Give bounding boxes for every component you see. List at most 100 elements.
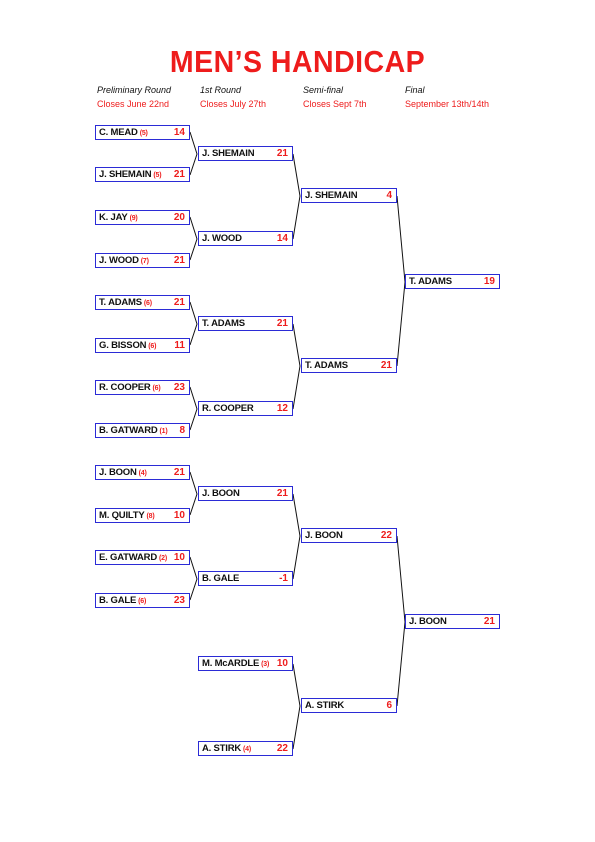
round-header-preliminary: Preliminary Round <box>97 85 172 95</box>
player-score: 4 <box>386 190 392 201</box>
player-name: M. McARDLE(3) <box>202 658 270 669</box>
player-score: 10 <box>173 552 185 563</box>
player-name: T. ADAMS <box>305 360 348 371</box>
player-score: 10 <box>276 658 288 669</box>
prelim-entry: T. ADAMS(6) 21 <box>95 295 190 310</box>
first-round-entry: A. STIRK(4) 22 <box>198 741 293 756</box>
player-name: B. GALE(6) <box>99 595 147 606</box>
player-score: 10 <box>173 510 185 521</box>
player-name: J. BOON <box>202 488 240 499</box>
prelim-entry: J. WOOD(7) 21 <box>95 253 190 268</box>
player-score: 8 <box>179 425 185 436</box>
final-entry: J. BOON 21 <box>405 614 500 629</box>
semi-final-entry: J. SHEMAIN 4 <box>301 188 397 203</box>
page-title: MEN’S HANDICAP <box>169 44 426 79</box>
player-score: 19 <box>483 276 495 287</box>
player-handicap: (6) <box>138 598 147 605</box>
player-handicap: (3) <box>261 661 270 668</box>
player-name: J. BOON <box>409 616 447 627</box>
prelim-entry: K. JAY(9) 20 <box>95 210 190 225</box>
player-score: -1 <box>279 573 288 584</box>
connector-line <box>292 323 301 410</box>
player-name: J. SHEMAIN <box>305 190 358 201</box>
player-score: 21 <box>173 467 185 478</box>
player-score: 23 <box>173 382 185 393</box>
semi-final-entry: J. BOON 22 <box>301 528 397 543</box>
prelim-entry: J. SHEMAIN(5) 21 <box>95 167 190 182</box>
round-header-semi: Semi-final <box>303 85 344 95</box>
player-handicap: (5) <box>139 130 148 137</box>
player-handicap: (9) <box>129 215 138 222</box>
semi-final-entry: A. STIRK 6 <box>301 698 397 713</box>
round-closes-final: September 13th/14th <box>405 99 490 109</box>
first-round-entry: M. McARDLE(3) 10 <box>198 656 293 671</box>
player-handicap: (5) <box>153 172 162 179</box>
round-header-final: Final <box>405 85 425 95</box>
player-score: 14 <box>173 127 185 138</box>
player-handicap: (8) <box>146 513 155 520</box>
player-name: A. STIRK(4) <box>202 743 252 754</box>
connector-line <box>189 301 198 346</box>
player-name: T. ADAMS <box>409 276 452 287</box>
player-handicap: (6) <box>143 300 152 307</box>
player-score: 22 <box>276 743 288 754</box>
first-round-entry: J. BOON 21 <box>198 486 293 501</box>
player-name: A. STIRK <box>305 700 345 711</box>
player-name: C. MEAD(5) <box>99 127 148 138</box>
player-handicap: (6) <box>152 385 161 392</box>
connector-line <box>189 386 198 431</box>
connector-line <box>396 195 406 367</box>
round-closes-semi: Closes Sept 7th <box>303 99 367 109</box>
player-name: M. QUILTY(8) <box>99 510 155 521</box>
player-score: 11 <box>174 340 185 351</box>
semi-final-entry: T. ADAMS 21 <box>301 358 397 373</box>
connector-line <box>292 663 301 750</box>
player-score: 21 <box>276 488 288 499</box>
prelim-entry: M. QUILTY(8) 10 <box>95 508 190 523</box>
player-handicap: (6) <box>148 343 157 350</box>
player-score: 21 <box>483 616 495 627</box>
player-score: 21 <box>276 318 288 329</box>
player-name: K. JAY(9) <box>99 212 138 223</box>
connector-line <box>292 493 301 580</box>
first-round-entry: R. COOPER 12 <box>198 401 293 416</box>
player-score: 21 <box>380 360 392 371</box>
player-name: J. WOOD(7) <box>99 255 149 266</box>
player-name: J. SHEMAIN(5) <box>99 169 162 180</box>
first-round-entry: B. GALE -1 <box>198 571 293 586</box>
player-name: J. WOOD <box>202 233 242 244</box>
player-score: 23 <box>173 595 185 606</box>
player-name: T. ADAMS <box>202 318 245 329</box>
player-name: B. GALE <box>202 573 240 584</box>
player-name: G. BISSON(6) <box>99 340 157 351</box>
player-score: 14 <box>276 233 288 244</box>
prelim-entry: C. MEAD(5) 14 <box>95 125 190 140</box>
prelim-entry: B. GATWARD(1) 8 <box>95 423 190 438</box>
connector-line <box>292 153 301 240</box>
connector-line <box>189 216 198 261</box>
player-score: 21 <box>276 148 288 159</box>
player-score: 12 <box>276 403 288 414</box>
player-score: 21 <box>173 255 185 266</box>
player-score: 22 <box>380 530 392 541</box>
round-closes-preliminary: Closes June 22nd <box>97 99 170 109</box>
connector-line <box>189 131 198 176</box>
connector-line <box>189 471 198 516</box>
player-score: 6 <box>386 700 392 711</box>
prelim-entry: J. BOON(4) 21 <box>95 465 190 480</box>
round-header-first: 1st Round <box>200 85 242 95</box>
player-name: B. GATWARD(1) <box>99 425 168 436</box>
connector-line <box>189 556 198 601</box>
player-name: J. BOON <box>305 530 343 541</box>
player-handicap: (1) <box>159 428 168 435</box>
player-name: R. COOPER(6) <box>99 382 161 393</box>
prelim-entry: B. GALE(6) 23 <box>95 593 190 608</box>
prelim-entry: R. COOPER(6) 23 <box>95 380 190 395</box>
player-name: J. BOON(4) <box>99 467 147 478</box>
first-round-entry: T. ADAMS 21 <box>198 316 293 331</box>
first-round-entry: J. WOOD 14 <box>198 231 293 246</box>
player-handicap: (7) <box>140 258 149 265</box>
player-handicap: (4) <box>138 470 147 477</box>
player-name: R. COOPER <box>202 403 254 414</box>
player-score: 20 <box>173 212 185 223</box>
